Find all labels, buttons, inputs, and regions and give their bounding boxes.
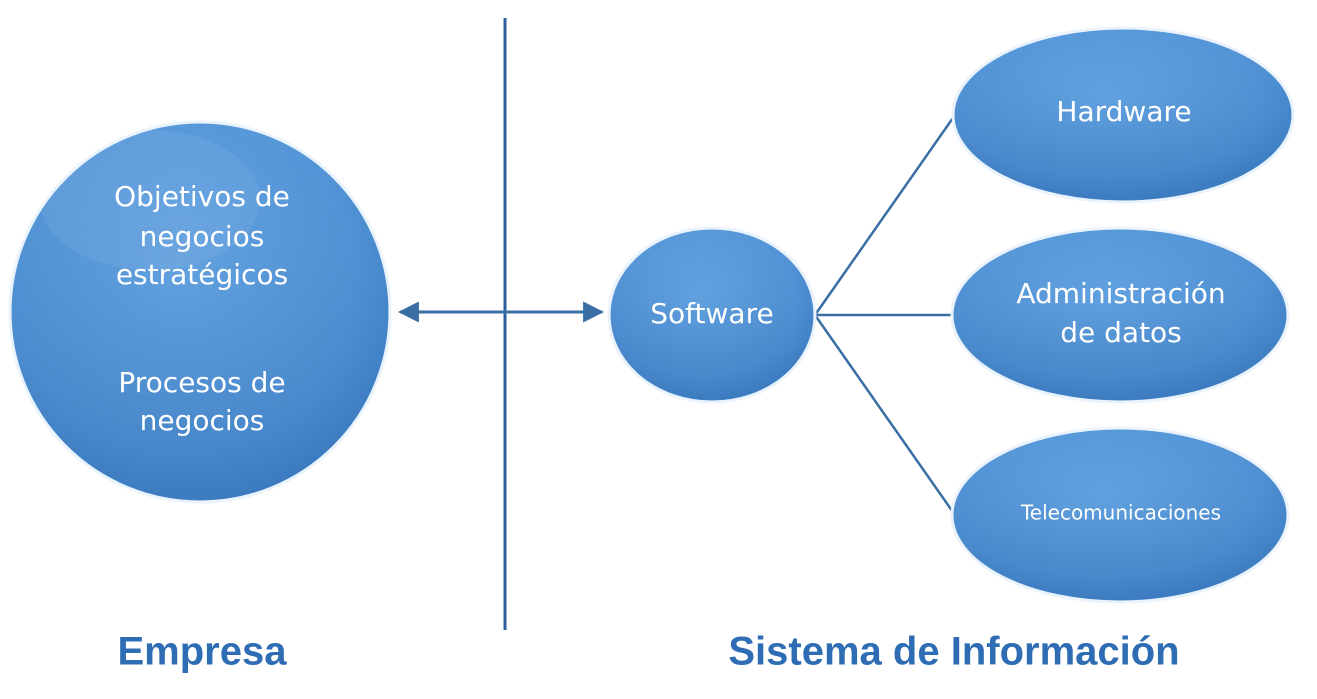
empresa-processes-line-1: Procesos de xyxy=(118,366,285,399)
software-node: Software xyxy=(607,226,817,404)
empresa-section-label: Empresa xyxy=(118,630,288,674)
hardware-label: Hardware xyxy=(1056,95,1191,128)
connector-hardware xyxy=(813,114,957,316)
connector-telecommunications xyxy=(813,314,957,516)
telecommunications-node: Telecomunicaciones xyxy=(950,426,1290,604)
hub-connectors xyxy=(813,114,957,516)
empresa-objectives-line-1: Objetivos de xyxy=(114,180,290,213)
hardware-node: Hardware xyxy=(951,26,1295,204)
empresa-objectives-line-2: negocios xyxy=(140,220,265,253)
data-management-label-line-1: Administración xyxy=(1016,277,1225,310)
software-label: Software xyxy=(650,297,773,330)
empresa-processes-line-2: negocios xyxy=(140,404,265,437)
telecommunications-label: Telecomunicaciones xyxy=(1020,501,1221,525)
empresa-objectives-line-3: estratégicos xyxy=(116,258,288,291)
data-management-label-line-2: de datos xyxy=(1060,316,1182,349)
data-management-node: Administración de datos xyxy=(950,226,1290,404)
empresa-node: Objetivos de negocios estratégicos Proce… xyxy=(8,120,392,504)
sistema-section-label: Sistema de Información xyxy=(728,630,1179,674)
